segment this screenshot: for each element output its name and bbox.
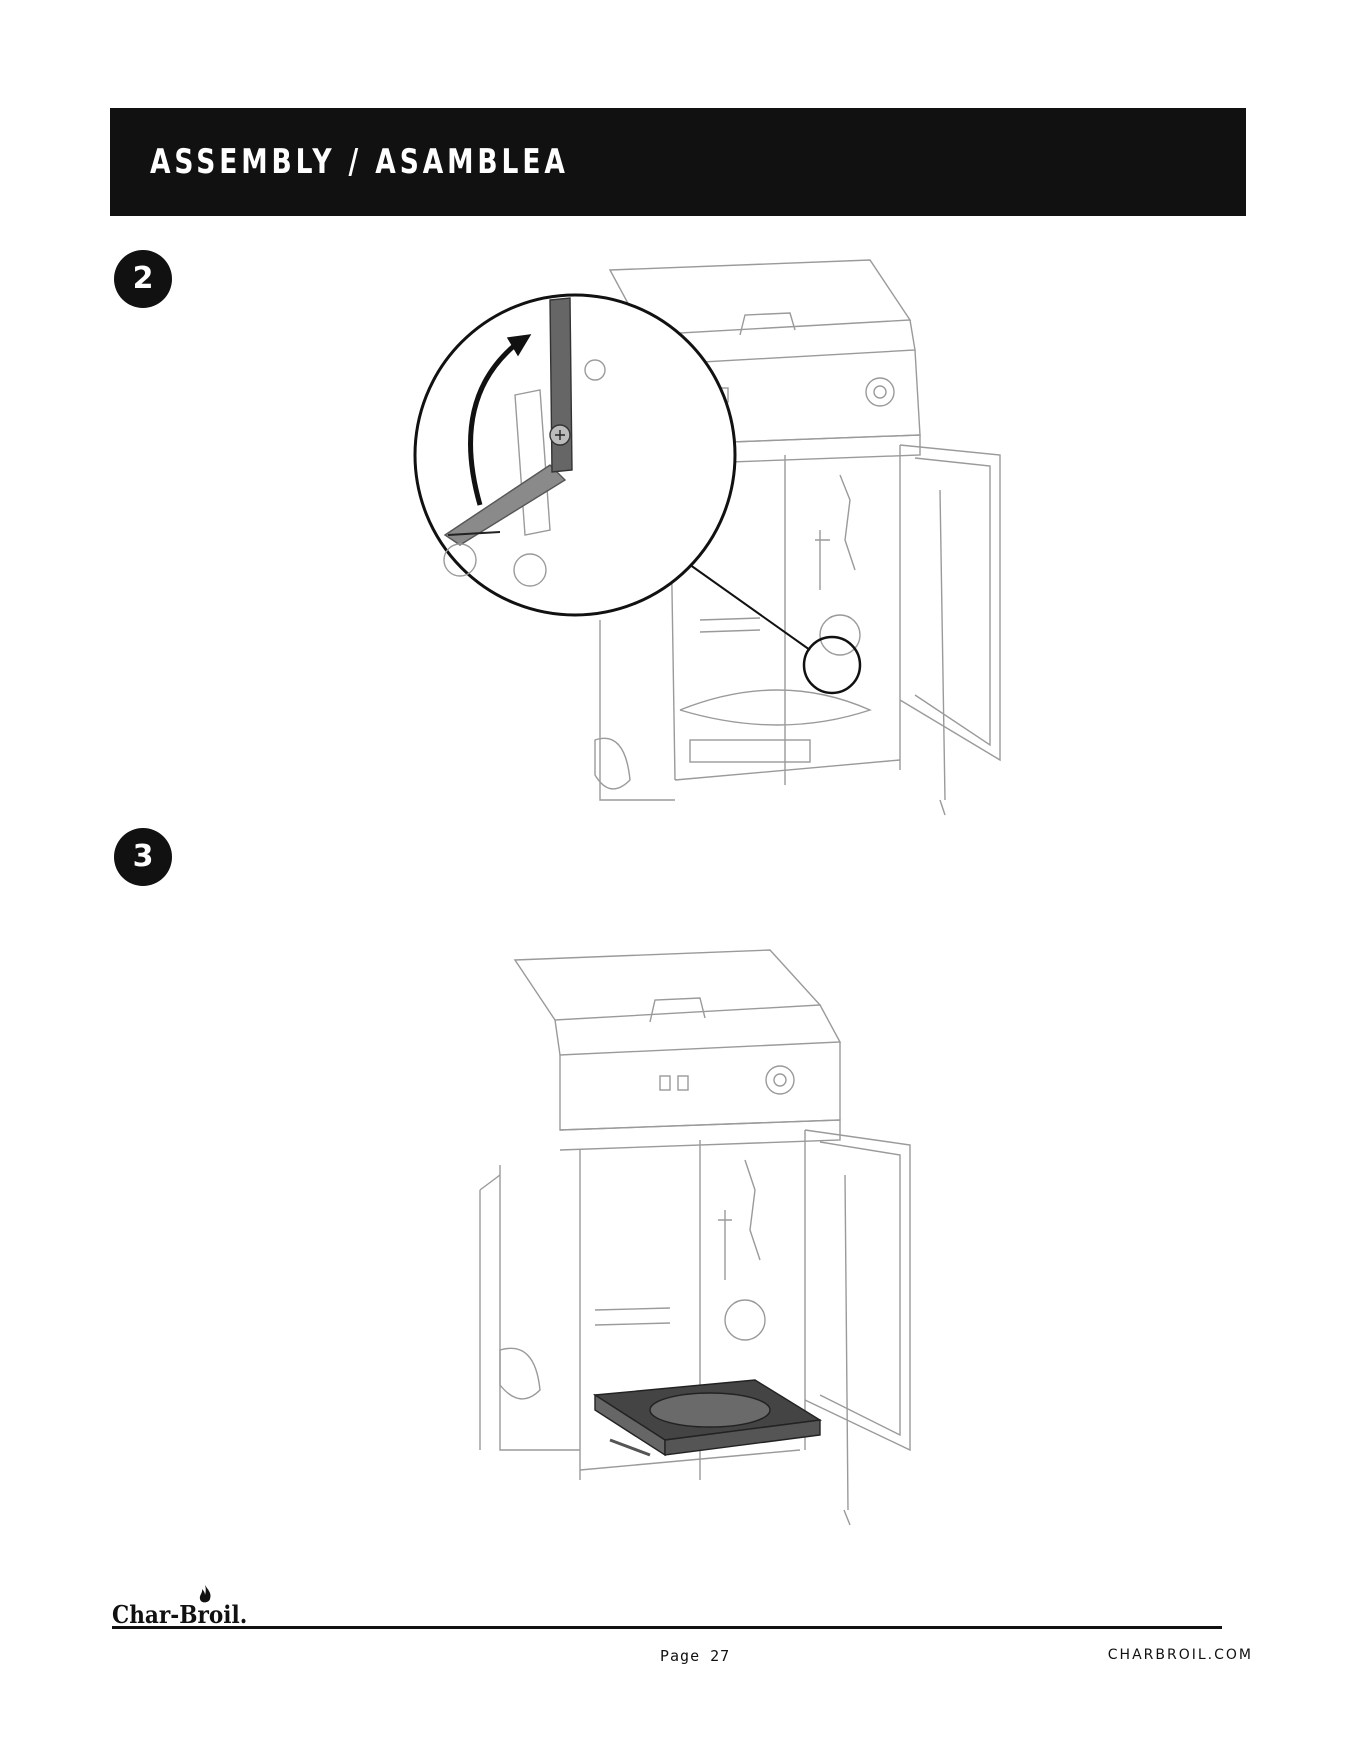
brand-logo-text: Char-Broil.: [112, 1600, 247, 1629]
page-number: Page 27: [660, 1647, 730, 1665]
section-header-bar: ASSEMBLY / ASAMBLEA: [110, 108, 1246, 216]
brand-logo: Char-Broil.: [112, 1590, 262, 1630]
step-number-3: 3: [114, 828, 172, 886]
footer-divider: [112, 1626, 1222, 1629]
step-number-2: 2: [114, 250, 172, 308]
website-url[interactable]: CHARBROIL.COM: [1108, 1647, 1253, 1663]
flame-icon: [196, 1584, 214, 1606]
grill-cart-grease-tray-insert-icon: [460, 930, 1060, 1590]
grill-cart-door-open-latch-detail-icon: [400, 240, 1140, 900]
section-title: ASSEMBLY / ASAMBLEA: [150, 142, 569, 182]
